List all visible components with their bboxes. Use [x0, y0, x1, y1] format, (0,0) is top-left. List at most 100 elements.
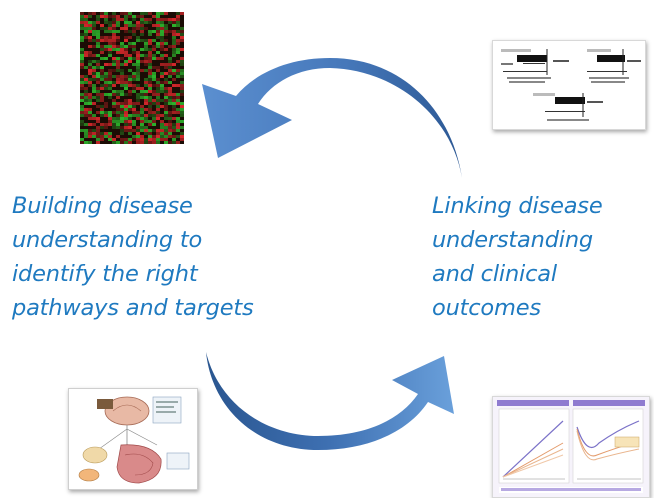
heatmap-cell [104, 132, 108, 135]
heatmap-cell [116, 120, 120, 123]
heatmap-cell [152, 75, 156, 78]
heatmap-cell [140, 93, 144, 96]
heatmap-cell [92, 69, 96, 72]
heatmap-cell [112, 12, 116, 15]
heatmap-cell [124, 102, 128, 105]
heatmap-cell [104, 84, 108, 87]
heatmap-cell [80, 141, 84, 144]
heatmap-cell [176, 42, 180, 45]
heatmap-cell [156, 84, 160, 87]
heatmap-cell [176, 21, 180, 24]
heatmap-cell [92, 12, 96, 15]
heatmap-cell [128, 24, 132, 27]
heatmap-cell [164, 102, 168, 105]
heatmap-cell [176, 39, 180, 42]
heatmap-cell [156, 108, 160, 111]
heatmap-cell [176, 93, 180, 96]
heatmap-cell [132, 72, 136, 75]
heatmap-cell [160, 33, 164, 36]
heatmap-cell [84, 108, 88, 111]
heatmap-cell [88, 129, 92, 132]
heatmap-cell [152, 117, 156, 120]
heatmap-cell [148, 102, 152, 105]
heatmap-cell [132, 42, 136, 45]
heatmap-cell [104, 102, 108, 105]
heatmap-cell [140, 24, 144, 27]
heatmap-cell [156, 93, 160, 96]
heatmap-cell [116, 123, 120, 126]
heatmap-cell [152, 111, 156, 114]
heatmap-cell [144, 18, 148, 21]
heatmap-cell [132, 111, 136, 114]
heatmap-cell [172, 18, 176, 21]
heatmap-cell [132, 57, 136, 60]
heatmap-cell [168, 60, 172, 63]
heatmap-cell [100, 27, 104, 30]
heatmap-cell [96, 66, 100, 69]
heatmap-cell [132, 138, 136, 141]
heatmap-cell [96, 63, 100, 66]
heatmap-cell [80, 24, 84, 27]
heatmap-cell [164, 72, 168, 75]
heatmap-cell [80, 96, 84, 99]
heatmap-cell [156, 33, 160, 36]
heatmap-cell [84, 96, 88, 99]
heatmap-cell [176, 135, 180, 138]
heatmap-cell [104, 12, 108, 15]
curves-panel-right [572, 408, 644, 484]
heatmap-cell [84, 90, 88, 93]
heatmap-cell [164, 108, 168, 111]
heatmap-cell [120, 132, 124, 135]
heatmap-cell [152, 84, 156, 87]
heatmap-cell [116, 102, 120, 105]
heatmap-cell [144, 81, 148, 84]
heatmap-cell [128, 123, 132, 126]
heatmap-cell [88, 36, 92, 39]
heatmap-cell [132, 90, 136, 93]
heatmap-cell [148, 12, 152, 15]
heatmap-cell [156, 114, 160, 117]
heatmap-cell [88, 135, 92, 138]
heatmap-cell [120, 81, 124, 84]
heatmap-cell [176, 120, 180, 123]
heatmap-cell [112, 111, 116, 114]
heatmap-cell [172, 54, 176, 57]
heatmap-cell [136, 21, 140, 24]
heatmap-cell [180, 126, 184, 129]
heatmap-cell [104, 63, 108, 66]
heatmap-cell [120, 48, 124, 51]
heatmap-cell [108, 39, 112, 42]
heatmap-cell [172, 126, 176, 129]
heatmap-cell [84, 93, 88, 96]
heatmap-cell [140, 108, 144, 111]
heatmap-cell [176, 75, 180, 78]
heatmap-cell [148, 54, 152, 57]
heatmap-cell [92, 129, 96, 132]
heatmap-cell [100, 84, 104, 87]
heatmap-cell [148, 18, 152, 21]
heatmap-cell [124, 99, 128, 102]
heatmap-cell [156, 66, 160, 69]
heatmap-cell [112, 24, 116, 27]
heatmap-cell [144, 27, 148, 30]
heatmap-cell [140, 54, 144, 57]
heatmap-cell [128, 69, 132, 72]
heatmap-cell [100, 123, 104, 126]
heatmap-cell [176, 102, 180, 105]
heatmap-cell [108, 63, 112, 66]
heatmap-cell [144, 132, 148, 135]
heatmap-cell [180, 81, 184, 84]
heatmap-cell [96, 96, 100, 99]
heatmap-cell [100, 108, 104, 111]
heatmap-cell [160, 135, 164, 138]
heatmap-cell [80, 93, 84, 96]
heatmap-cell [136, 36, 140, 39]
heatmap-cell [144, 54, 148, 57]
heatmap-cell [180, 12, 184, 15]
heatmap-cell [136, 72, 140, 75]
heatmap-cell [80, 12, 84, 15]
heatmap-cell [144, 108, 148, 111]
heatmap-cell [124, 78, 128, 81]
heatmap-cell [104, 75, 108, 78]
